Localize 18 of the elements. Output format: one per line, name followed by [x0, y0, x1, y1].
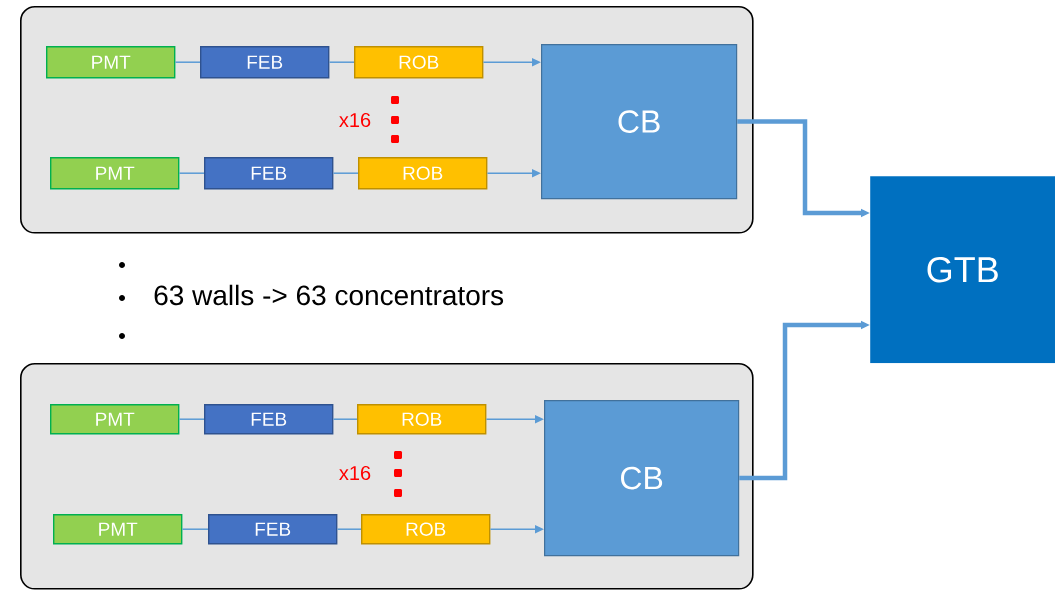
pmt-box: PMT — [46, 46, 176, 79]
rob-box: ROB — [358, 157, 488, 190]
gtb-box: GTB — [870, 176, 1055, 364]
concentrator-box: CB — [541, 44, 738, 200]
concentrator-box: CB — [544, 400, 740, 557]
rob-box: ROB — [354, 46, 484, 79]
multiplicity-label: x16 — [339, 112, 371, 128]
feb-box: FEB — [204, 404, 334, 435]
pmt-box: PMT — [50, 157, 180, 190]
feb-box: FEB — [204, 157, 334, 190]
feb-box: FEB — [200, 46, 330, 79]
feb-box: FEB — [208, 514, 338, 545]
multiplicity-label: x16 — [339, 465, 371, 481]
note-text: 63 walls -> 63 concentrators — [154, 284, 504, 306]
rob-box: ROB — [357, 404, 487, 435]
pmt-box: PMT — [53, 514, 183, 545]
rob-box: ROB — [361, 514, 491, 545]
pmt-box: PMT — [50, 404, 180, 435]
